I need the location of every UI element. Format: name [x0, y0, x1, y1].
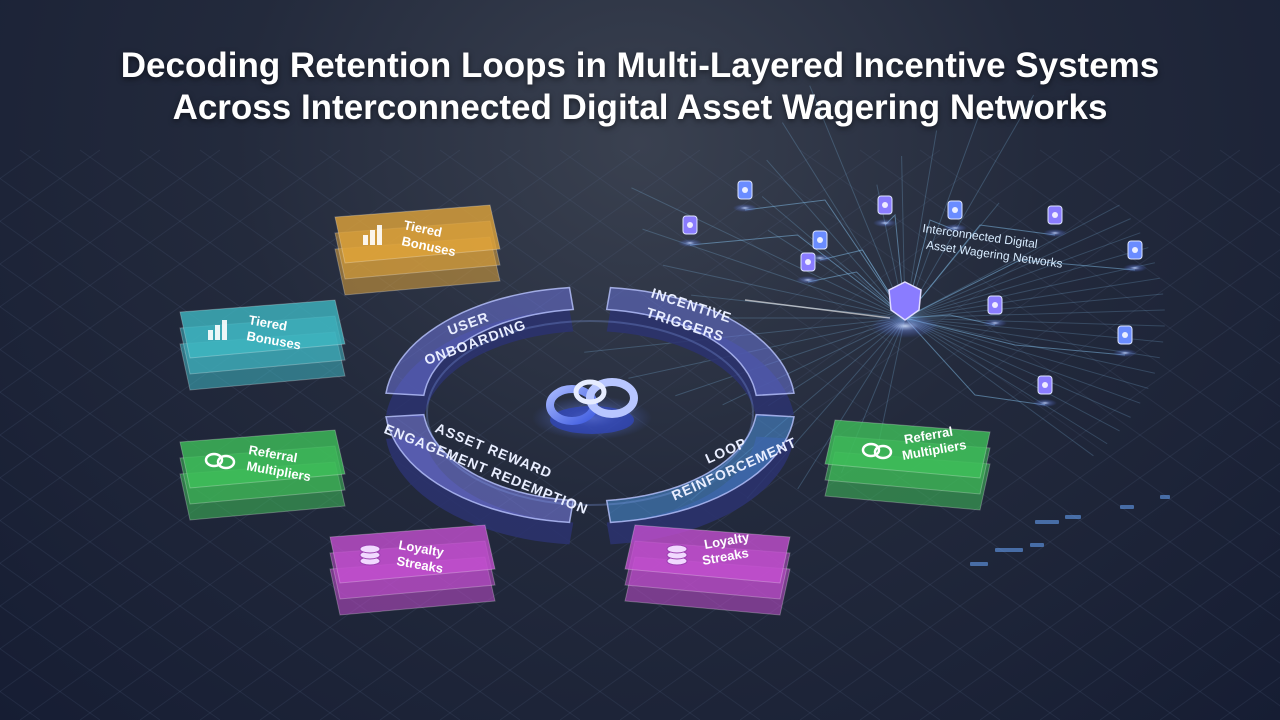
page-title-line-2: Across Interconnected Digital Asset Wage… — [172, 88, 1108, 127]
network-node-icon — [873, 195, 897, 227]
coins-icon — [204, 452, 236, 470]
bar-chart-icon — [363, 225, 382, 245]
network-node-icon — [808, 230, 832, 262]
network-node-icon — [983, 295, 1007, 327]
network-node-icon — [1113, 325, 1137, 357]
network-node-icon — [1043, 205, 1067, 237]
coin-stack-icon — [359, 544, 381, 566]
network-node-icon — [796, 252, 820, 284]
retention-loop-ring — [385, 286, 795, 545]
coins-icon — [861, 442, 893, 460]
card-label-line-1: Tiered — [247, 312, 288, 334]
hub-shield-icon — [888, 281, 922, 321]
incentive-cards: TieredBonusesTieredBonusesReferralMultip… — [179, 204, 991, 616]
network-node-icon — [1123, 240, 1147, 272]
network-node-icon — [943, 200, 967, 232]
bar-chart-icon — [208, 320, 227, 340]
network-node-icon — [733, 180, 757, 212]
network-connections — [584, 85, 1165, 501]
data-dashes — [970, 495, 1170, 566]
network-nodes — [678, 180, 1147, 407]
background-grid — [0, 149, 1280, 720]
network-label: Interconnected Digital Asset Wagering Ne… — [922, 221, 1064, 271]
network-node-icon — [1033, 375, 1057, 407]
coin-stack-icon — [666, 544, 688, 566]
page-title-line-1: Decoding Retention Loops in Multi-Layere… — [120, 46, 1160, 85]
network-node-icon — [678, 215, 702, 247]
chain-link-icon — [532, 378, 652, 440]
